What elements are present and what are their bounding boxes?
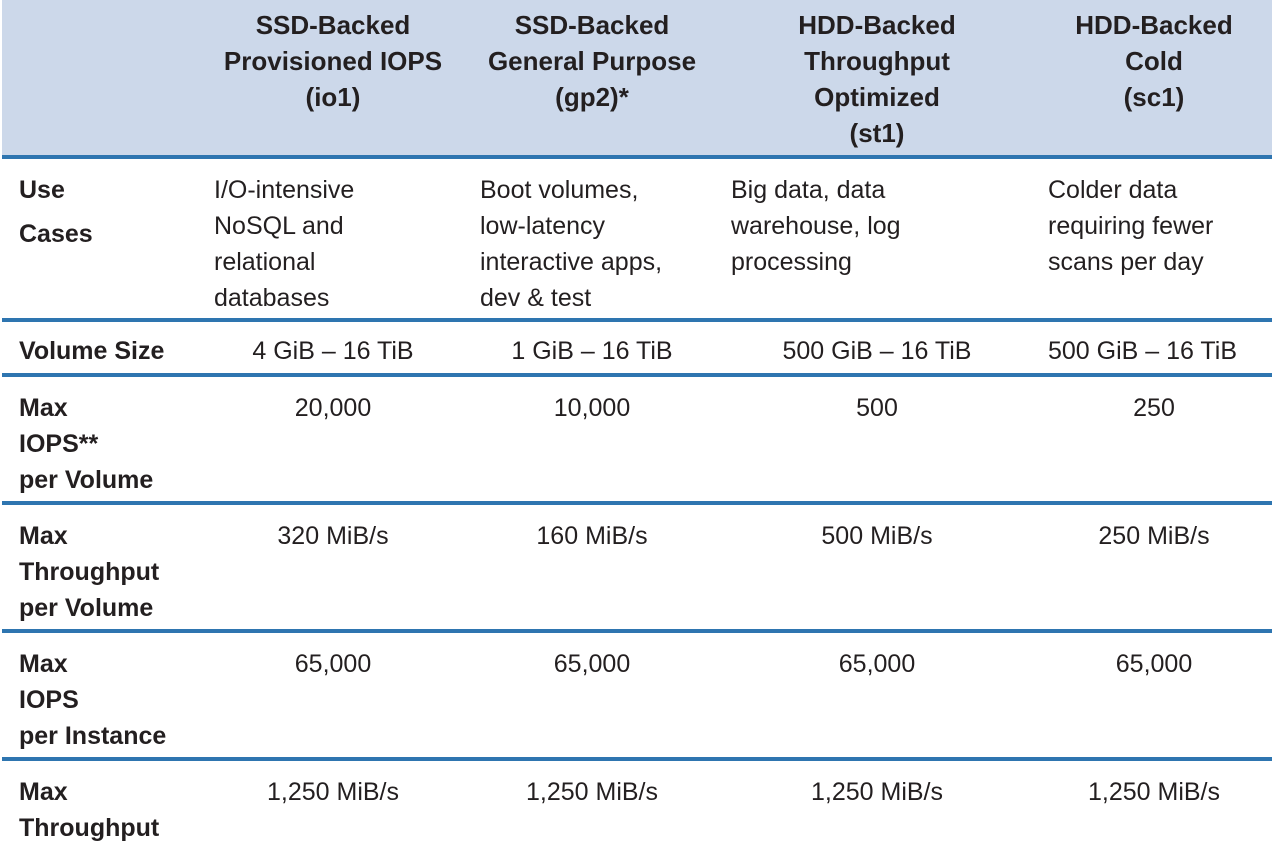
row-label: Max Throughput per Volume [2, 503, 200, 633]
cell-line: databases [214, 284, 330, 312]
header-line: SSD-Backed [514, 10, 670, 40]
row-label-line: IOPS [19, 686, 79, 714]
row-label-line: Max [19, 650, 68, 678]
cell-volume-size-io1: 4 GiB – 16 TiB [200, 320, 466, 377]
row-label-line: Use [19, 176, 65, 204]
header-sc1: HDD-Backed Cold (sc1) [1036, 0, 1272, 159]
cell-line: warehouse, log [731, 212, 901, 240]
header-line: (st1) [849, 118, 905, 148]
header-line: Optimized [814, 82, 940, 112]
cell-volume-size-gp2: 1 GiB – 16 TiB [466, 320, 718, 377]
row-label-line: Throughput [19, 814, 160, 842]
cell-line: Boot volumes, [480, 176, 639, 204]
cell-line: Colder data [1048, 176, 1178, 204]
cell-max-throughput-volume-io1: 320 MiB/s [200, 503, 466, 633]
row-label-line: Throughput [19, 558, 160, 586]
header-line: (io1) [305, 82, 361, 112]
cell-line: requiring fewer [1048, 212, 1214, 240]
cell-max-throughput-instance-gp2: 1,250 MiB/s [525, 778, 658, 806]
row-label-line: per Volume [19, 594, 154, 622]
row-max-iops-per-volume: Max IOPS** per Volume 20,000 10,000 500 … [2, 375, 1272, 505]
row-label: Use Cases [2, 157, 200, 322]
header-line: (gp2)* [555, 82, 629, 112]
cell-max-iops-volume-gp2: 10,000 [466, 375, 718, 505]
cell-volume-size-sc1: 500 GiB – 16 TiB [1036, 320, 1272, 377]
cell-line: interactive apps, [480, 248, 663, 276]
row-label-line: per Instance [19, 722, 167, 750]
cell-max-iops-instance-st1: 65,000 [718, 631, 1036, 761]
row-label-line: per Volume [19, 466, 154, 494]
cell-line: low-latency [480, 212, 606, 240]
cell-line: relational [214, 248, 316, 276]
row-label: Max IOPS per Instance [2, 631, 200, 761]
row-label-line: Max [19, 522, 68, 550]
cell-max-throughput-volume-sc1: 250 MiB/s [1036, 503, 1272, 633]
cell-line: scans per day [1048, 248, 1204, 276]
row-label-line: Volume Size [19, 337, 165, 365]
cell-use-cases-io1: I/O-intensive NoSQL and relational datab… [200, 157, 466, 322]
cell-use-cases-st1: Big data, data warehouse, log processing [718, 157, 1036, 322]
header-line: Provisioned IOPS [223, 46, 443, 76]
cell-line: Big data, data [731, 176, 886, 204]
cell-volume-size-st1: 500 GiB – 16 TiB [718, 320, 1036, 377]
header-row: SSD-Backed Provisioned IOPS (io1) SSD-Ba… [2, 0, 1272, 159]
header-io1: SSD-Backed Provisioned IOPS (io1) [200, 0, 466, 159]
cell-max-iops-volume-sc1: 250 [1036, 375, 1272, 505]
row-label: Max IOPS** per Volume [2, 375, 200, 505]
header-line: HDD-Backed [798, 10, 956, 40]
header-line: SSD-Backed [255, 10, 411, 40]
row-volume-size: Volume Size 4 GiB – 16 TiB 1 GiB – 16 Ti… [2, 320, 1272, 377]
cell-line: processing [731, 248, 852, 276]
header-line: Cold [1125, 46, 1183, 76]
cell-line: NoSQL and [214, 212, 344, 240]
cell-max-iops-volume-io1: 20,000 [200, 375, 466, 505]
corner-header-cell [2, 0, 200, 159]
header-line: Throughput [804, 46, 950, 76]
header-line: HDD-Backed [1075, 10, 1233, 40]
row-label-line: Cases [19, 220, 93, 248]
cell-line: I/O-intensive [214, 176, 355, 204]
cell-max-iops-volume-st1: 500 [718, 375, 1036, 505]
row-label: Volume Size [2, 320, 200, 377]
cell-max-iops-instance-io1: 65,000 [200, 631, 466, 761]
cell-max-throughput-instance-sc1: 1,250 MiB/s [1087, 778, 1220, 806]
row-label-line: Max [19, 394, 68, 422]
header-st1: HDD-Backed Throughput Optimized (st1) [718, 0, 1036, 159]
cell-max-throughput-volume-gp2: 160 MiB/s [466, 503, 718, 633]
header-line: General Purpose [487, 46, 697, 76]
row-max-throughput-per-volume: Max Throughput per Volume 320 MiB/s 160 … [2, 503, 1272, 633]
row-label-line: Max [19, 778, 68, 806]
header-gp2: SSD-Backed General Purpose (gp2)* [466, 0, 718, 159]
row-use-cases: Use Cases I/O-intensive NoSQL and relati… [2, 157, 1272, 322]
cell-max-throughput-instance-st1: 1,250 MiB/s [810, 778, 943, 806]
cell-max-throughput-instance-io1: 1,250 MiB/s [266, 778, 399, 806]
row-label-line: IOPS** [19, 430, 99, 458]
cell-line: dev & test [480, 284, 592, 312]
cell-use-cases-gp2: Boot volumes, low-latency interactive ap… [466, 157, 718, 322]
cell-use-cases-sc1: Colder data requiring fewer scans per da… [1036, 157, 1272, 322]
cell-max-iops-instance-sc1: 65,000 [1036, 631, 1272, 761]
cell-max-throughput-volume-st1: 500 MiB/s [718, 503, 1036, 633]
header-line: (sc1) [1123, 82, 1185, 112]
row-max-throughput-per-instance: Max Throughput 1,250 MiB/s 1,250 MiB/s 1… [2, 759, 1272, 849]
cell-max-iops-instance-gp2: 65,000 [466, 631, 718, 761]
row-max-iops-per-instance: Max IOPS per Instance 65,000 65,000 65,0… [2, 631, 1272, 761]
